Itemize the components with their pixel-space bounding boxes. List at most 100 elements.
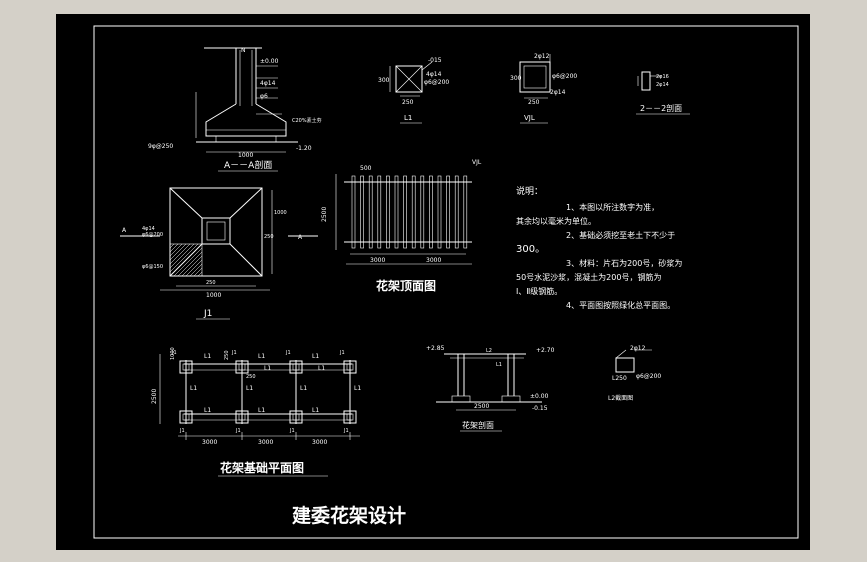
fp-dim-3: 2500: [151, 389, 158, 404]
se-label-1: +2.70: [536, 347, 555, 354]
j1-label-6: 250: [264, 234, 274, 240]
section-aa: N ±0.00 4φ14 φ6 C20%素土夯 9φ@250 -1.20 100…: [148, 47, 322, 172]
aa-label-3: C20%素土夯: [292, 117, 322, 124]
bd-label-0: 2φ12: [630, 345, 646, 352]
s22-label-0: 2φ16: [656, 74, 669, 80]
vjl-title: VJL: [524, 114, 535, 122]
se-label-0: +2.85: [426, 345, 445, 352]
fp-dim-5: 250: [224, 350, 230, 360]
vjl-label-2: 2φ14: [550, 89, 566, 96]
vjl-label-0: 2φ12: [534, 53, 550, 60]
fp-beam-4: L1: [258, 407, 265, 414]
fp-col-1: J1: [231, 350, 237, 356]
l1-detail: -015 4φ14 φ6@200 300 250 L1: [378, 57, 449, 124]
se-label-6: 2500: [474, 403, 489, 410]
aa-label-5: -1.20: [296, 145, 312, 152]
se-label-5: -0.15: [532, 405, 548, 412]
aa-label-0: ±0.00: [260, 58, 279, 65]
top-plan-slat: [360, 175, 364, 249]
fp-beam-2: L1: [312, 353, 319, 360]
fp-beam-5: L1: [312, 407, 319, 414]
top-plan-slat: [420, 175, 425, 249]
l1-label-1: 4φ14: [426, 71, 442, 78]
svg-text:N: N: [241, 47, 246, 54]
aa-label-2: φ6: [260, 93, 268, 100]
vjl-label-3: 250: [528, 99, 540, 106]
notes-line-5: 50号水泥沙浆，混凝土为200号，钢筋为: [516, 272, 661, 282]
top-plan: 500 2500 3000 3000 VJL 花架顶面图: [321, 159, 482, 293]
vjl-detail: 2φ12 φ6@200 2φ14 250 300 VJL: [510, 53, 577, 124]
fp-col-0: J1: [171, 350, 177, 356]
l1-title: L1: [404, 114, 412, 122]
fp-dim-4: 1000: [170, 347, 176, 360]
fp-beam-3: L1: [204, 407, 211, 414]
foundation-plan-title: 花架基础平面图: [220, 460, 304, 475]
notes-line-4: 3、材料：片石为200号，砂浆为: [566, 258, 682, 268]
foundation-column-core: [292, 363, 300, 371]
beam-detail-title: L2截面图: [608, 394, 633, 402]
aa-label-1: 4φ14: [260, 80, 276, 87]
foundation-column-core: [346, 363, 354, 371]
notes: 说明： 1、本图以所注数字为准， 其余均以毫米为单位。 2、基础必须挖至老土下不…: [516, 185, 682, 310]
aa-label-4: 9φ@250: [148, 143, 173, 150]
j1-title: J1: [203, 309, 212, 319]
j1-label-7: 1000: [206, 292, 221, 299]
fp-beam-7: L1: [246, 385, 253, 392]
top-plan-slat: [429, 175, 433, 249]
fp-col-2: J1: [285, 350, 291, 356]
drawing-canvas: N ±0.00 4φ14 φ6 C20%素土夯 9φ@250 -1.20 100…: [93, 25, 799, 539]
bd-label-2: φ6@200: [636, 373, 661, 380]
s22-label-1: 2φ14: [656, 82, 669, 88]
foundation-column: [289, 410, 303, 424]
notes-line-2: 2、基础必须挖至老土下不少于: [566, 230, 675, 240]
top-plan-slat: [351, 175, 356, 249]
foundation-column: [343, 410, 357, 424]
s22-title: 2－－2剖面: [640, 103, 682, 113]
l1-label-4: 250: [402, 99, 414, 106]
tp-label-0: 500: [360, 165, 372, 172]
top-plan-slat: [403, 175, 407, 249]
notes-heading: 说明：: [516, 185, 543, 197]
top-plan-slat: [437, 175, 442, 249]
l1-label-0: -015: [428, 57, 442, 64]
se-label-4: ±0.00: [530, 393, 549, 400]
top-plan-slats: [351, 175, 468, 249]
l1-label-2: φ6@200: [424, 79, 449, 86]
j1-label-2: 4φ14: [142, 226, 155, 232]
notes-line-7: 4、平面图按照绿化总平面图。: [566, 300, 675, 310]
fp-beam-11: L1: [318, 365, 325, 372]
vjl-label-4: 300: [510, 75, 522, 82]
fp-dim-6: 250: [246, 374, 256, 380]
top-plan-slat: [463, 175, 468, 249]
l1-label-3: 300: [378, 77, 390, 84]
foundation-column-core: [238, 413, 246, 421]
fp-col-4: J1: [179, 428, 185, 434]
foundation-column-core: [182, 363, 190, 371]
fp-beam-6: L1: [190, 385, 197, 392]
aa-label-6: 1000: [238, 152, 253, 159]
foundation-column-core: [346, 413, 354, 421]
bd-label-1: L250: [612, 375, 627, 382]
fp-dim-2: 3000: [312, 439, 327, 446]
section-elev-title: 花架剖面: [462, 420, 494, 430]
fp-beam-1: L1: [258, 353, 265, 360]
top-plan-slat: [411, 175, 416, 249]
j1-label-4: φ6@150: [142, 264, 163, 270]
section-elevation: +2.85 +2.70 L2 L1 ±0.00 -0.15 2500 花架剖面: [426, 345, 555, 432]
foundation-column: [235, 410, 249, 424]
notes-line-6: Ⅰ、Ⅱ级钢筋。: [516, 286, 562, 296]
se-label-2: L2: [486, 348, 492, 354]
tp-label-4: VJL: [472, 159, 482, 166]
top-plan-slat: [377, 175, 382, 249]
cad-drawing-sheet: N ±0.00 4φ14 φ6 C20%素土夯 9φ@250 -1.20 100…: [56, 14, 810, 550]
fp-dim-0: 3000: [202, 439, 217, 446]
tp-label-1: 2500: [321, 207, 328, 222]
top-plan-slat: [368, 175, 373, 249]
j1-label-1: A: [298, 234, 303, 241]
j1-label-8: 1000: [274, 210, 287, 216]
foundation-column-core: [182, 413, 190, 421]
top-plan-title: 花架顶面图: [376, 278, 436, 293]
j1-label-3: φ6@200: [142, 232, 163, 238]
j1-label-5: 250: [206, 280, 216, 286]
fp-col-7: J1: [343, 428, 349, 434]
